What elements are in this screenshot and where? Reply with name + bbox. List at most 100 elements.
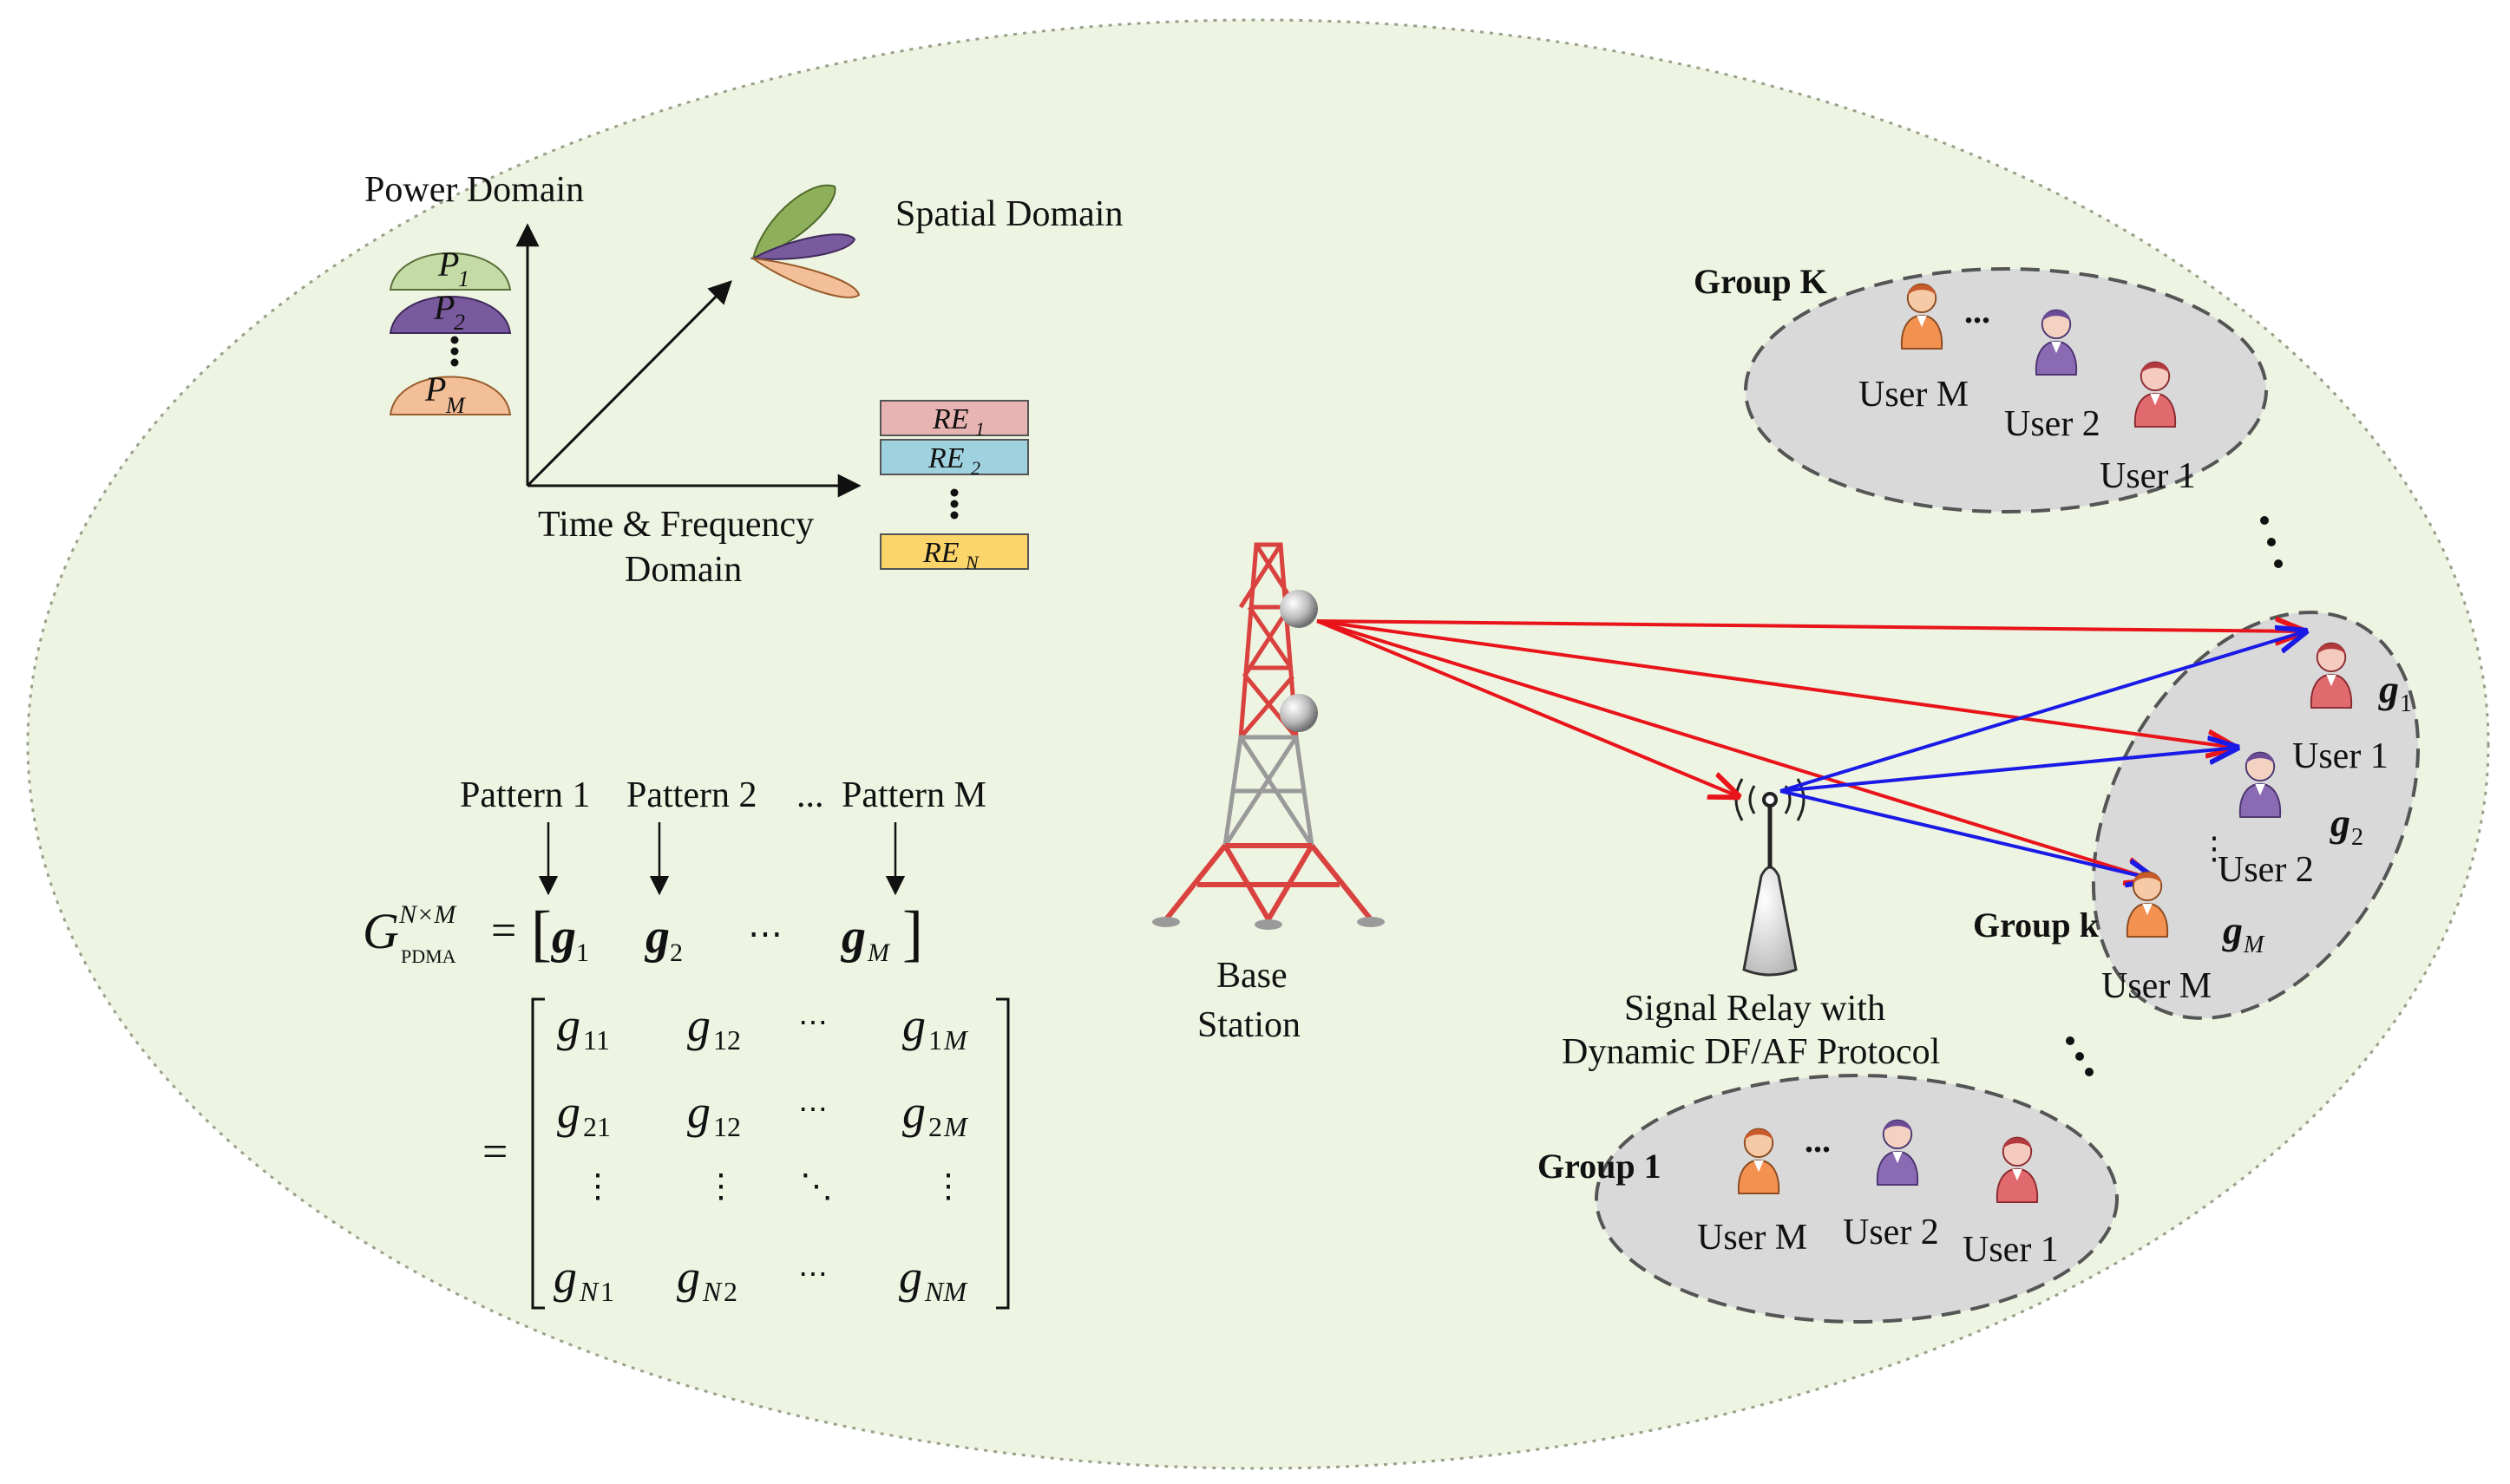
- power-pm-sub: M: [445, 393, 466, 418]
- svg-text:12: 12: [713, 1111, 741, 1142]
- ren-base: RE: [922, 537, 960, 569]
- svg-text:2: 2: [670, 938, 683, 967]
- equals-sign: =: [491, 906, 516, 956]
- group-k-upper-user-1: User 1: [2100, 456, 2196, 496]
- vector-g1-sub: 1: [2400, 690, 2412, 717]
- right-square-bracket: ]: [902, 899, 923, 968]
- svg-text:11: 11: [583, 1024, 610, 1056]
- vector-row: g 1 g 2 ⋯ g M: [550, 910, 891, 967]
- group-k-user-2: User 2: [2218, 850, 2314, 890]
- svg-text:g: g: [902, 1086, 926, 1138]
- vertical-dots-icon: [950, 488, 959, 520]
- resource-element-1: RE 1: [880, 400, 1029, 440]
- svg-text:M: M: [867, 938, 891, 967]
- svg-text:1: 1: [928, 1024, 942, 1056]
- tf-domain-label-line2: Domain: [625, 550, 742, 590]
- relay-label-line2: Dynamic DF/AF Protocol: [1562, 1032, 1940, 1072]
- vector-g2-label: g: [2330, 801, 2350, 845]
- svg-text:⋯: ⋯: [748, 914, 783, 953]
- group-k-upper-ellipse: [1744, 267, 2268, 513]
- svg-text:N: N: [702, 1276, 723, 1307]
- power-level-p2: P 2: [389, 288, 512, 335]
- ren-sub: N: [965, 552, 980, 573]
- pattern-1-label: Pattern 1: [460, 775, 590, 815]
- svg-text:NM: NM: [924, 1276, 968, 1307]
- vertical-dots-icon: [450, 336, 459, 367]
- matrix-sub: PDMA: [401, 945, 456, 967]
- relay-label-line1: Signal Relay with: [1624, 989, 1885, 1029]
- power-pm-base: P: [424, 369, 446, 409]
- group-k-upper-user-m: User M: [1858, 375, 1969, 415]
- group-k-title: Group k: [1973, 905, 2100, 945]
- group-separator-dots: [2066, 516, 2283, 1076]
- base-station-label-line2: Station: [1197, 1005, 1301, 1045]
- svg-text:g: g: [644, 910, 670, 964]
- group-k-upper-user-2: User 2: [2004, 404, 2100, 444]
- matrix-sup: N×M: [398, 900, 457, 929]
- re2-sub: 2: [971, 457, 980, 479]
- svg-text:21: 21: [583, 1111, 611, 1142]
- matrix-brackets: [531, 997, 1010, 1310]
- power-p1-sub: 1: [458, 266, 469, 291]
- resource-element-2: RE 2: [880, 439, 1029, 479]
- svg-text:12: 12: [713, 1024, 741, 1056]
- svg-text:⋮: ⋮: [932, 1168, 965, 1205]
- svg-text:g: g: [557, 1086, 580, 1138]
- group-k-user-1: User 1: [2292, 736, 2389, 776]
- pattern-arrows: [538, 822, 906, 896]
- svg-text:⋮: ⋮: [705, 1168, 737, 1205]
- svg-text:g: g: [677, 1251, 700, 1303]
- group-1-user-2: User 2: [1843, 1213, 1939, 1252]
- power-p1-base: P: [437, 245, 459, 284]
- power-p2-base: P: [433, 288, 455, 327]
- svg-text:⋱: ⋱: [800, 1168, 833, 1205]
- svg-text:g: g: [840, 910, 866, 964]
- svg-text:M: M: [943, 1024, 969, 1056]
- relay-antenna-icon: [1734, 778, 1805, 977]
- svg-text:g: g: [550, 910, 576, 964]
- re2-base: RE: [927, 442, 965, 474]
- svg-text:⋯: ⋯: [798, 1094, 828, 1126]
- svg-text:g: g: [554, 1251, 577, 1303]
- re1-base: RE: [932, 403, 969, 435]
- resource-element-n: RE N: [880, 533, 1029, 573]
- pdma-matrix-symbol: G N×M PDMA: [363, 900, 457, 967]
- svg-text:2: 2: [724, 1276, 737, 1307]
- ellipsis-text: ...: [1964, 291, 1990, 330]
- power-p2-sub: 2: [454, 310, 465, 335]
- group-1-user-1: User 1: [1963, 1230, 2059, 1270]
- spatial-beams-icon: [750, 184, 861, 298]
- svg-text:⋮: ⋮: [581, 1168, 614, 1205]
- svg-text:2: 2: [928, 1111, 942, 1142]
- vector-g1-label: g: [2378, 667, 2399, 711]
- group-1-user-m: User M: [1697, 1218, 1807, 1258]
- group-1-ellipse: [1595, 1074, 2119, 1324]
- vector-g2-sub: 2: [2351, 824, 2363, 851]
- svg-text:g: g: [687, 1086, 711, 1138]
- tf-domain-label-line1: Time & Frequency: [538, 505, 814, 545]
- pattern-m-label: Pattern M: [842, 775, 986, 815]
- pattern-2-label: Pattern 2: [626, 775, 757, 815]
- power-level-pm: P M: [389, 369, 512, 418]
- vector-gm-label: g: [2222, 908, 2243, 952]
- group-1-title: Group 1: [1537, 1147, 1661, 1186]
- group-k-user-m: User M: [2101, 966, 2212, 1006]
- vertical-dots-text: ⋮: [2199, 831, 2230, 866]
- power-level-p1: P 1: [389, 245, 512, 291]
- group-k-upper-title: Group K: [1694, 262, 1827, 301]
- re1-sub: 1: [975, 418, 985, 440]
- left-square-bracket: [: [531, 899, 552, 968]
- svg-text:1: 1: [576, 938, 589, 967]
- svg-text:M: M: [943, 1111, 969, 1142]
- base-station-tower-icon: [1152, 542, 1385, 930]
- pattern-ellipsis: ...: [796, 775, 824, 815]
- svg-text:⋯: ⋯: [798, 1007, 828, 1039]
- direct-links: [1316, 621, 2304, 879]
- matrix-g-symbol: G: [363, 903, 399, 959]
- vector-gm-sub: M: [2243, 932, 2265, 958]
- domain-axes: [515, 223, 862, 498]
- power-domain-label: Power Domain: [364, 170, 584, 210]
- svg-text:⋯: ⋯: [798, 1258, 828, 1291]
